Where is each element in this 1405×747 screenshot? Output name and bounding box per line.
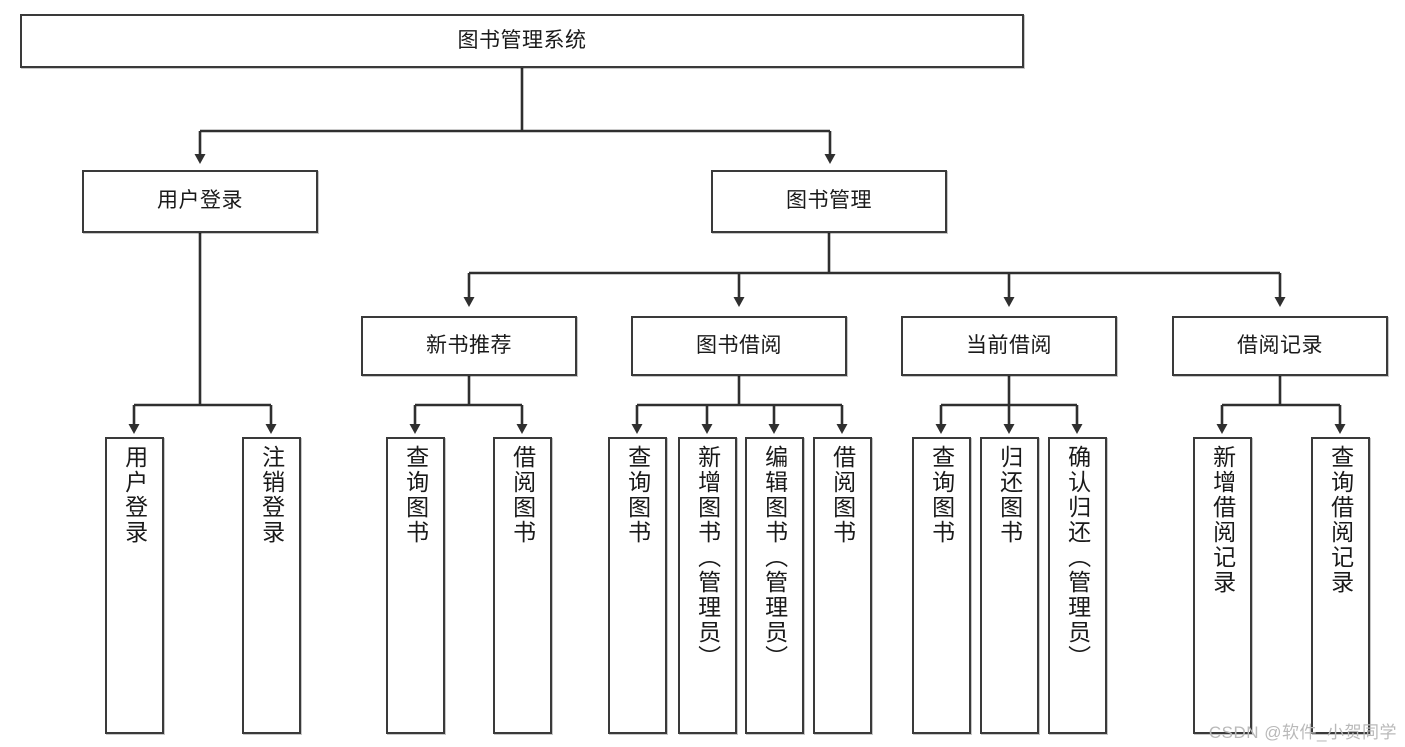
node-borrow-record[interactable]: 借阅记录: [1172, 316, 1388, 376]
node-leaf-query-book-2[interactable]: 查询图书: [608, 437, 667, 734]
node-label: 新增借阅记录: [1209, 445, 1236, 595]
node-book-borrow[interactable]: 图书借阅: [631, 316, 847, 376]
node-leaf-query-book-3[interactable]: 查询图书: [912, 437, 971, 734]
node-label: 图书管理系统: [457, 28, 587, 52]
node-leaf-logout[interactable]: 注销登录: [242, 437, 301, 734]
node-label: 编辑图书（管理员）: [761, 445, 788, 670]
node-leaf-borrow-book-2[interactable]: 借阅图书: [813, 437, 872, 734]
node-label: 查询图书: [928, 445, 955, 545]
node-book-management[interactable]: 图书管理: [711, 170, 947, 233]
node-label: 图书借阅: [696, 333, 782, 357]
node-label: 用户登录: [157, 189, 243, 213]
node-leaf-query-record[interactable]: 查询借阅记录: [1311, 437, 1370, 734]
node-label: 借阅图书: [829, 445, 856, 545]
node-current-borrow[interactable]: 当前借阅: [901, 316, 1117, 376]
node-label: 新书推荐: [426, 333, 512, 357]
node-leaf-add-record[interactable]: 新增借阅记录: [1193, 437, 1252, 734]
node-label: 用户登录: [121, 445, 148, 545]
node-label: 图书管理: [786, 189, 872, 213]
node-label: 确认归还（管理员）: [1064, 445, 1091, 670]
node-label: 注销登录: [258, 445, 285, 545]
node-label: 当前借阅: [966, 333, 1052, 357]
node-root-book-management-system[interactable]: 图书管理系统: [20, 14, 1024, 68]
node-label: 归还图书: [996, 445, 1023, 545]
node-label: 查询图书: [624, 445, 651, 545]
node-leaf-user-login[interactable]: 用户登录: [105, 437, 164, 734]
node-label: 查询图书: [402, 445, 429, 545]
node-leaf-add-book[interactable]: 新增图书（管理员）: [678, 437, 737, 734]
node-leaf-edit-book[interactable]: 编辑图书（管理员）: [745, 437, 804, 734]
node-label: 查询借阅记录: [1327, 445, 1354, 595]
node-new-book-recommend[interactable]: 新书推荐: [361, 316, 577, 376]
node-leaf-confirm-return[interactable]: 确认归还（管理员）: [1048, 437, 1107, 734]
node-label: 新增图书（管理员）: [694, 445, 721, 670]
node-label: 借阅图书: [509, 445, 536, 545]
node-leaf-borrow-book-1[interactable]: 借阅图书: [493, 437, 552, 734]
node-user-login[interactable]: 用户登录: [82, 170, 318, 233]
node-leaf-return-book[interactable]: 归还图书: [980, 437, 1039, 734]
node-label: 借阅记录: [1237, 333, 1323, 357]
node-leaf-query-book-1[interactable]: 查询图书: [386, 437, 445, 734]
